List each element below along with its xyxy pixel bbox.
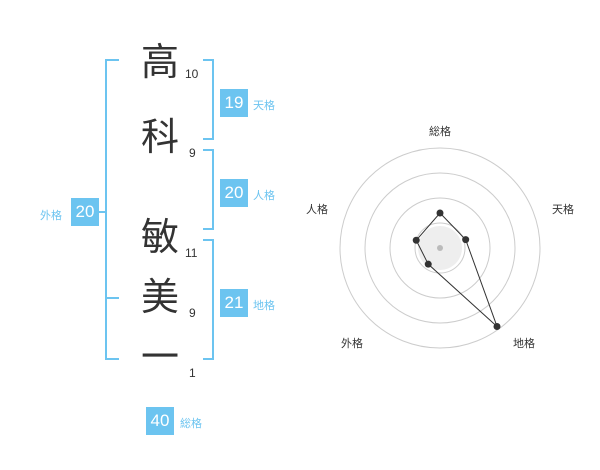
chikaku-score: 21 xyxy=(220,289,248,317)
radar-ring xyxy=(389,197,491,299)
name-char-1: 高 xyxy=(141,40,180,84)
radar-axis-label-chikaku: 地格 xyxy=(513,337,535,350)
gaikaku-score: 20 xyxy=(71,198,99,226)
jinkaku-score: 20 xyxy=(220,179,248,207)
soukaku-label: 総格 xyxy=(180,417,202,430)
name-char-4: 美 xyxy=(141,275,180,319)
chikaku-bracket xyxy=(203,239,214,360)
radar-ring xyxy=(364,172,516,324)
soukaku-score: 40 xyxy=(146,407,174,435)
radar-axis-label-gaikaku: 外格 xyxy=(341,337,363,350)
radar-point xyxy=(412,236,420,244)
radar-ring xyxy=(339,147,541,349)
name-char-3: 敏 xyxy=(141,215,180,259)
radar-point xyxy=(462,236,470,244)
jinkaku-label: 人格 xyxy=(253,189,275,202)
stroke-count-3: 11 xyxy=(185,246,198,260)
radar-point xyxy=(424,260,432,268)
name-char-5: 一 xyxy=(141,335,180,379)
radar-axis-label-jinkaku: 人格 xyxy=(306,203,328,216)
stroke-count-4: 9 xyxy=(189,306,196,320)
radar-point xyxy=(493,322,501,330)
radar-axis-label-soukaku: 総格 xyxy=(429,125,451,138)
radar-axis-label-tenkaku: 天格 xyxy=(552,203,574,216)
radar-center-dot xyxy=(437,245,443,251)
stroke-count-5: 1 xyxy=(189,366,196,380)
tenkaku-bracket xyxy=(203,59,214,140)
stroke-count-2: 9 xyxy=(189,146,196,160)
tenkaku-label: 天格 xyxy=(253,99,275,112)
tenkaku-score: 19 xyxy=(220,89,248,117)
radar-point xyxy=(436,209,444,217)
chikaku-label: 地格 xyxy=(253,299,275,312)
radar-ring xyxy=(414,222,466,274)
stroke-count-1: 10 xyxy=(185,67,199,81)
jinkaku-bracket xyxy=(203,149,214,230)
gaikaku-bracket xyxy=(105,59,119,360)
radar-polygon xyxy=(415,212,498,327)
name-char-2: 科 xyxy=(141,115,180,159)
gaikaku-label: 外格 xyxy=(40,209,62,222)
